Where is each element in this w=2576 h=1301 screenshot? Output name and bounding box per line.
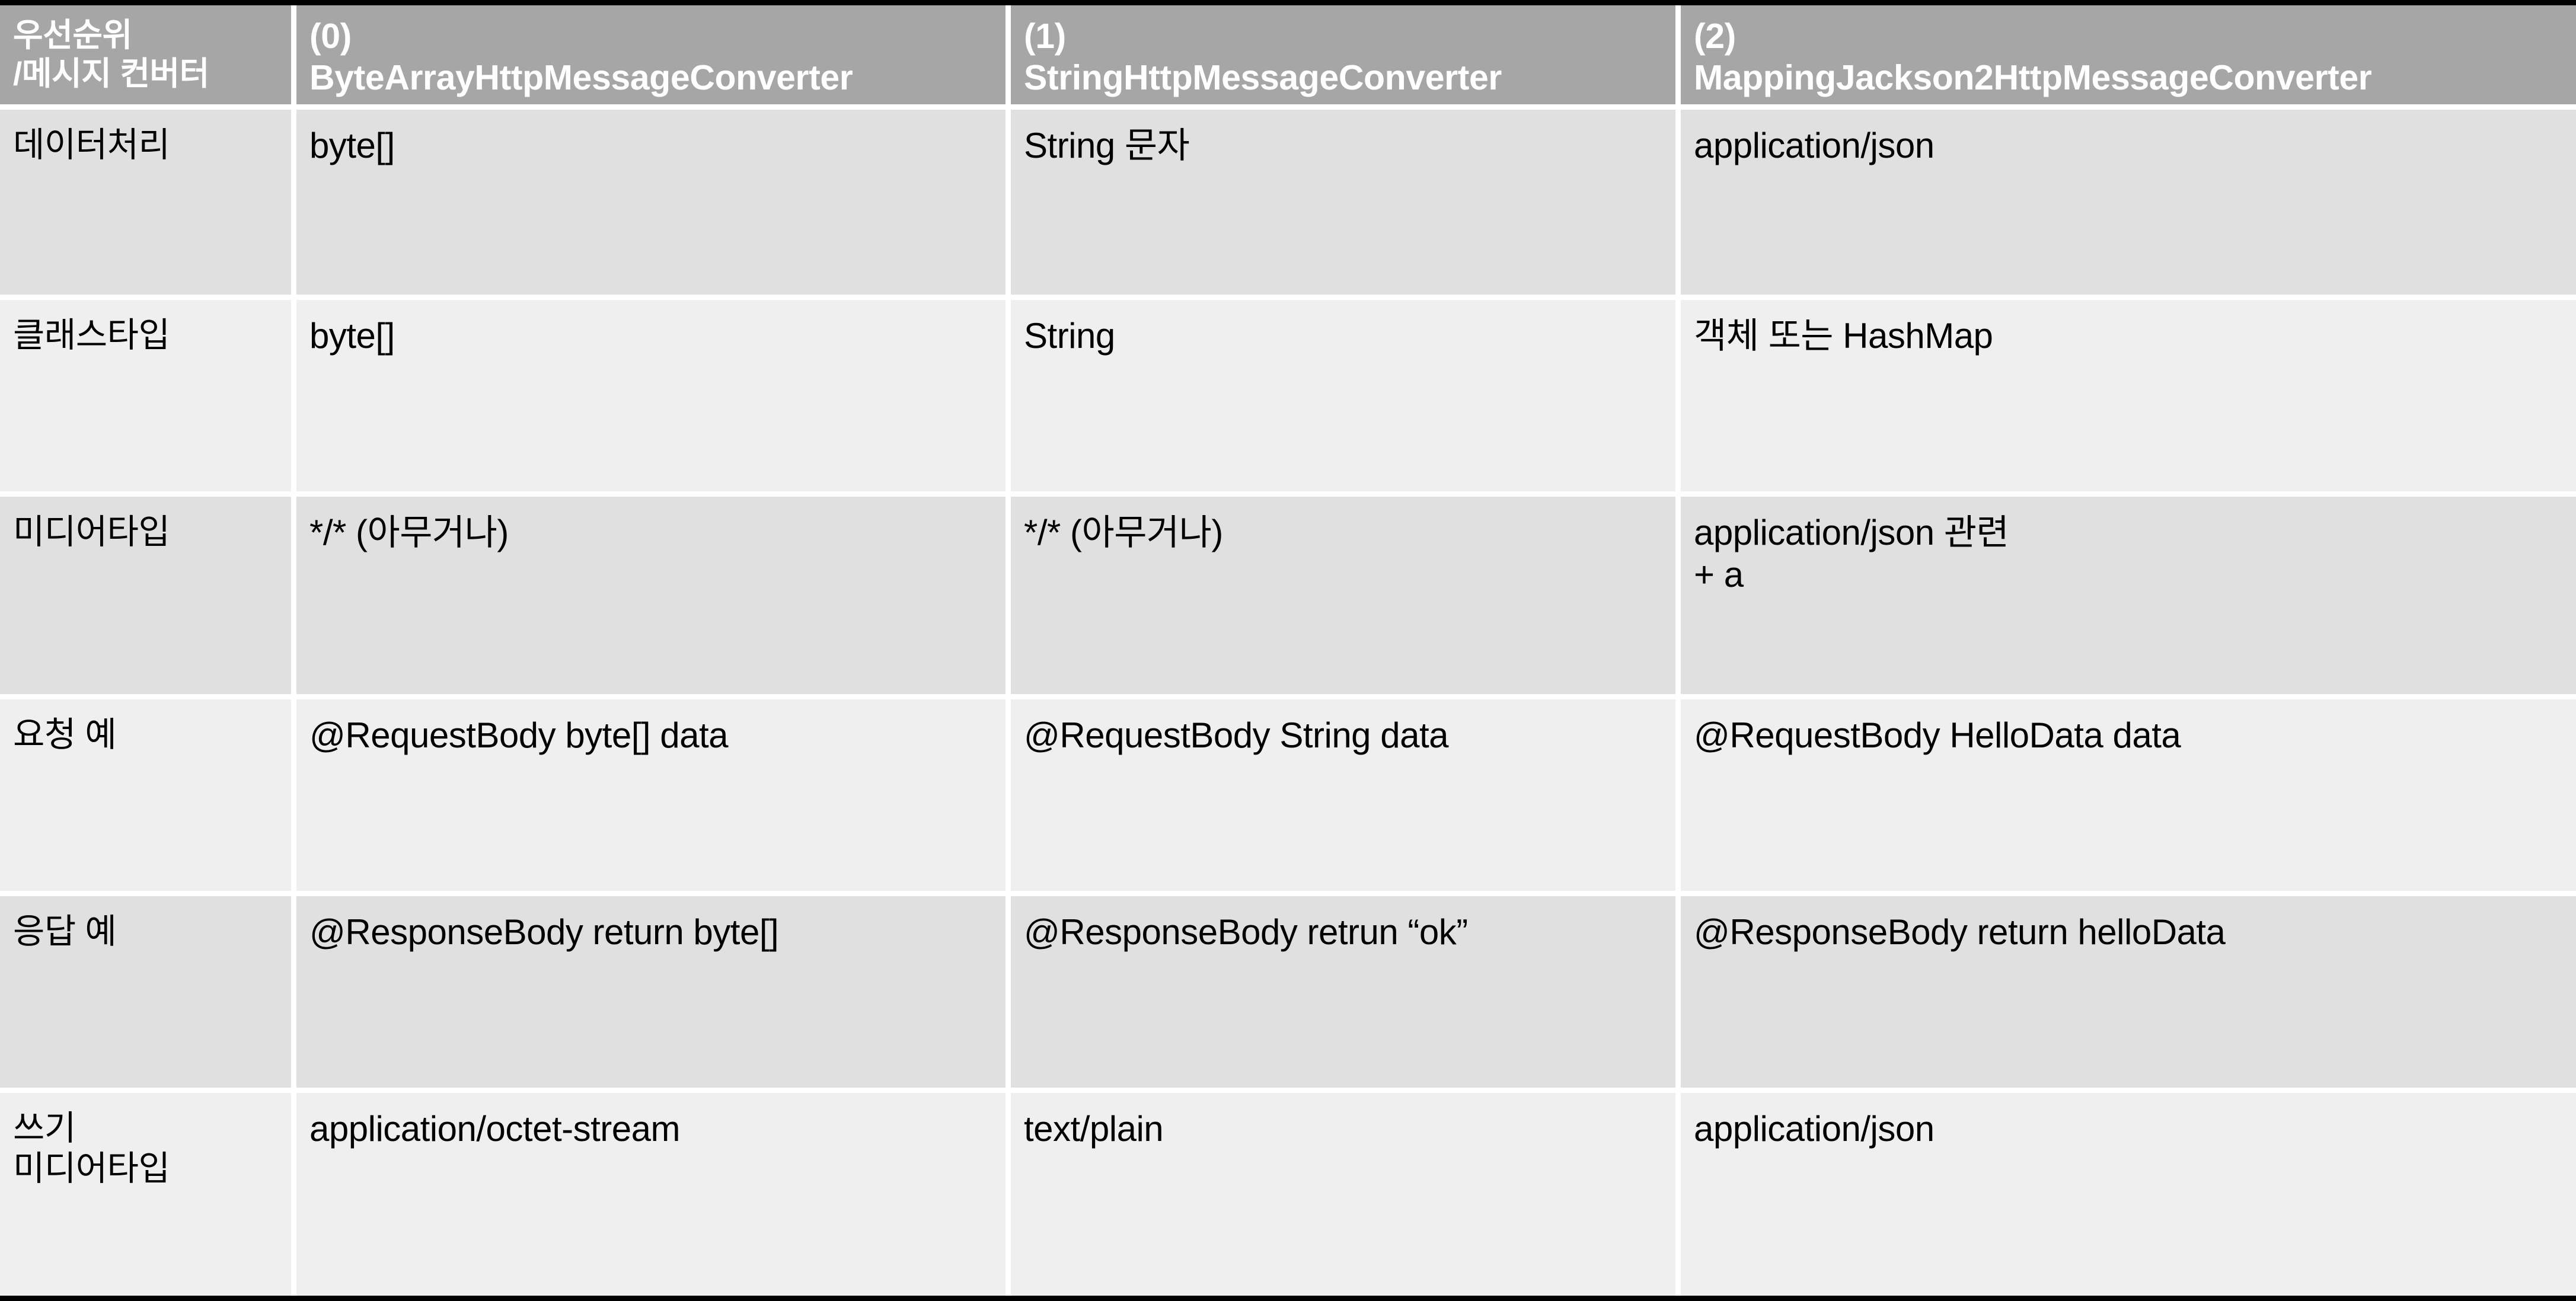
cell-request-example-bytearray: @RequestBody byte[] data: [296, 699, 1011, 896]
cell-write-media-type-string: text/plain: [1011, 1092, 1681, 1296]
row-label-write-media-type: 쓰기 미디어타입: [0, 1092, 296, 1296]
table-header-row: 우선순위 /메시지 컨버터 (0) ByteArrayHttpMessageCo…: [0, 5, 2576, 110]
cell-class-type-string: String: [1011, 300, 1681, 497]
cell-response-example-jackson: @ResponseBody return helloData: [1681, 896, 2576, 1093]
cell-data-handling-string: String 문자: [1011, 110, 1681, 301]
column-header-bytearray: (0) ByteArrayHttpMessageConverter: [296, 5, 1011, 110]
row-label-data-handling: 데이터처리: [0, 110, 296, 301]
table-row: 미디어타입 */* (아무거나) */* (아무거나) application/…: [0, 496, 2576, 700]
cell-class-type-jackson: 객체 또는 HashMap: [1681, 300, 2576, 497]
table-bottom-rule: [0, 1296, 2576, 1301]
table-row: 응답 예 @ResponseBody return byte[] @Respon…: [0, 896, 2576, 1093]
row-label-media-type: 미디어타입: [0, 496, 296, 700]
table-row: 요청 예 @RequestBody byte[] data @RequestBo…: [0, 699, 2576, 896]
cell-request-example-string: @RequestBody String data: [1011, 699, 1681, 896]
column-header-jackson: (2) MappingJackson2HttpMessageConverter: [1681, 5, 2576, 110]
cell-class-type-bytearray: byte[]: [296, 300, 1011, 497]
cell-request-example-jackson: @RequestBody HelloData data: [1681, 699, 2576, 896]
row-label-request-example: 요청 예: [0, 699, 296, 896]
row-label-response-example: 응답 예: [0, 896, 296, 1093]
cell-response-example-string: @ResponseBody retrun “ok”: [1011, 896, 1681, 1093]
cell-write-media-type-jackson: application/json: [1681, 1092, 2576, 1296]
cell-write-media-type-bytearray: application/octet-stream: [296, 1092, 1011, 1296]
table-top-rule: [0, 0, 2576, 5]
column-header-string: (1) StringHttpMessageConverter: [1011, 5, 1681, 110]
cell-data-handling-bytearray: byte[]: [296, 110, 1011, 301]
cell-media-type-string: */* (아무거나): [1011, 496, 1681, 700]
cell-response-example-bytearray: @ResponseBody return byte[]: [296, 896, 1011, 1093]
table-row: 데이터처리 byte[] String 문자 application/json: [0, 110, 2576, 301]
cell-data-handling-jackson: application/json: [1681, 110, 2576, 301]
table-row: 클래스타입 byte[] String 객체 또는 HashMap: [0, 300, 2576, 497]
row-label-class-type: 클래스타입: [0, 300, 296, 497]
cell-media-type-bytearray: */* (아무거나): [296, 496, 1011, 700]
table-row: 쓰기 미디어타입 application/octet-stream text/p…: [0, 1092, 2576, 1296]
column-header-priority: 우선순위 /메시지 컨버터: [0, 5, 296, 110]
message-converter-table: 우선순위 /메시지 컨버터 (0) ByteArrayHttpMessageCo…: [0, 5, 2576, 1296]
cell-media-type-jackson: application/json 관련 + a: [1681, 496, 2576, 700]
